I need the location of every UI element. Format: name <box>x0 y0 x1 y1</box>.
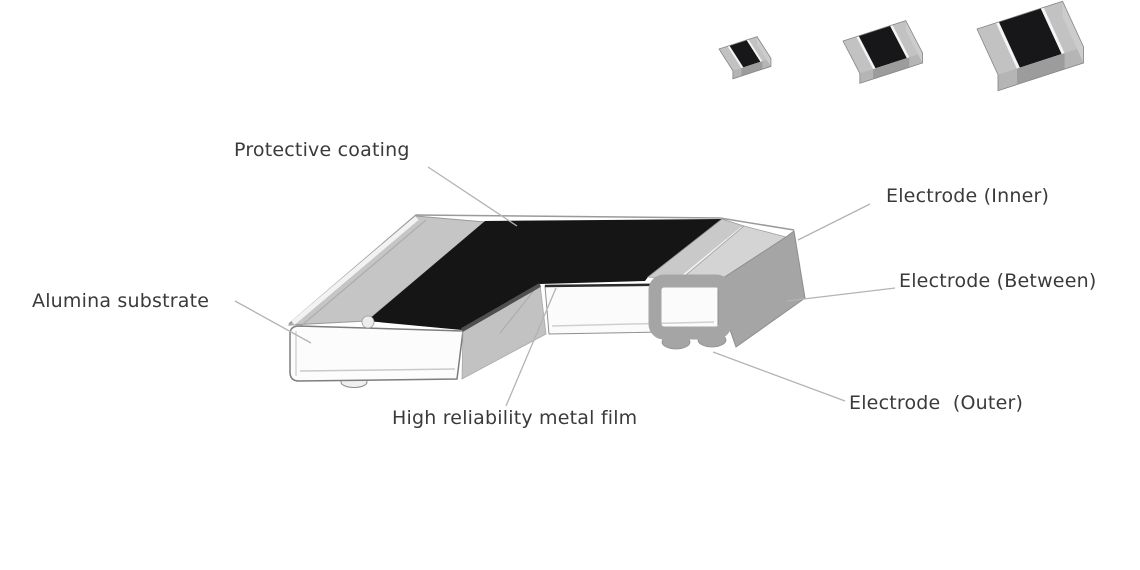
left-edge-inner-line <box>300 219 427 327</box>
label-protective-coating: Protective coating <box>234 139 410 161</box>
leader-metal-film <box>505 287 557 407</box>
label-electrode-between: Electrode (Between) <box>899 270 1097 292</box>
coating-thickness-seam <box>461 283 541 332</box>
alumina-substrate-face <box>289 325 464 382</box>
leader-electrode-between <box>786 287 896 302</box>
left-edge-highlight <box>291 216 419 325</box>
cut-face-fold-line <box>499 287 537 334</box>
electrode-wrap-frame <box>648 274 732 340</box>
label-electrode-outer: Electrode (Outer) <box>849 392 1024 414</box>
label-alumina-substrate: Alumina substrate <box>32 290 210 312</box>
coating-edge-notch <box>361 315 375 329</box>
resistor-cutaway-illustration <box>287 214 806 388</box>
chip-small <box>718 36 772 80</box>
substrate-bottom-rim-line <box>299 368 456 372</box>
leader-protective-coating <box>427 166 518 227</box>
chip-medium <box>842 20 924 84</box>
substrate-step-window <box>544 282 719 335</box>
leader-lines <box>234 166 896 407</box>
leader-alumina-substrate <box>234 300 312 344</box>
label-electrode-inner: Electrode (Inner) <box>886 185 1050 207</box>
outer-electrode-face <box>713 230 806 348</box>
leader-electrode-inner <box>797 203 871 241</box>
protective-coating-surface <box>367 219 722 330</box>
size-comparison-chips <box>718 0 1084 92</box>
label-metal-film: High reliability metal film <box>392 407 638 429</box>
leader-electrode-outer <box>712 351 846 402</box>
chip-large <box>976 0 1084 92</box>
window-chamfer-line <box>551 321 715 327</box>
